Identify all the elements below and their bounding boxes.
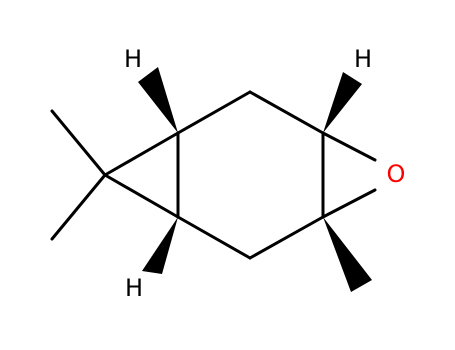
hydrogen-label-bottom-left: H	[125, 274, 143, 302]
oxygen-label: O	[387, 160, 406, 188]
hydrogen-label-top-left: H	[124, 45, 142, 73]
bond-lines	[50, 90, 377, 260]
epoxide-bond-lower	[321, 188, 377, 219]
hydrogen-label-top-right: H	[354, 45, 372, 73]
cyclopropane-bond-top	[103, 131, 180, 177]
ring-bond-lower-right	[248, 215, 325, 260]
ring-bond-lower-left	[176, 215, 252, 260]
wedge-bond-methyl-right	[323, 217, 372, 292]
wedge-bond-top-left-h	[138, 67, 178, 133]
ring-bond-upper-left	[176, 90, 252, 135]
wedge-bond-top-right-h	[323, 72, 362, 133]
methyl-bond-bottom-left	[50, 173, 107, 241]
cyclopropane-bond-bottom	[103, 173, 180, 219]
methyl-bond-top-left	[50, 109, 107, 177]
wedge-bonds	[138, 67, 372, 292]
ring-bond-upper-right	[248, 90, 325, 135]
epoxide-bond-upper	[321, 131, 377, 162]
wedge-bond-bottom-left-h	[142, 217, 178, 274]
